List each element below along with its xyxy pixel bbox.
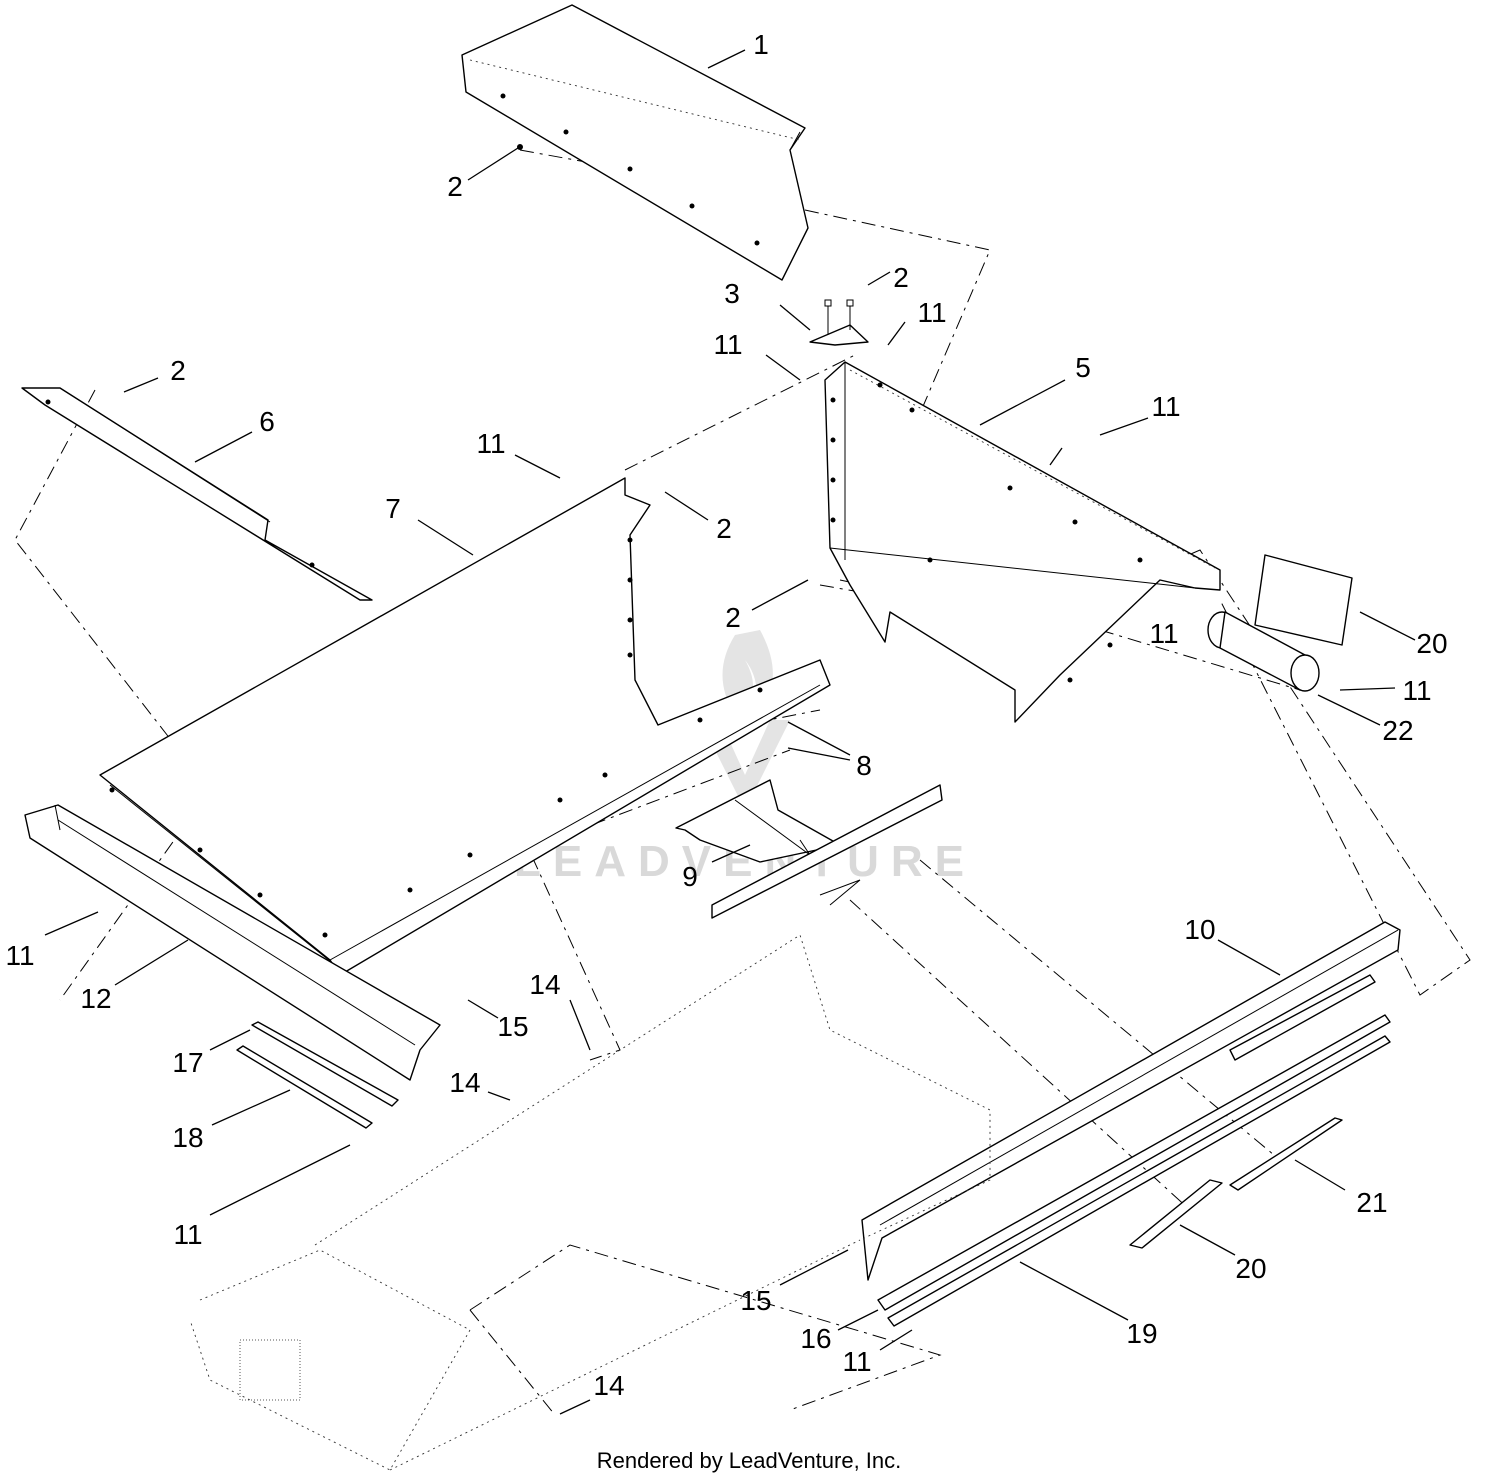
callout-11: 11 <box>476 428 505 459</box>
housing-ghost <box>189 934 991 1471</box>
callout-5: 5 <box>1075 352 1091 383</box>
callout-12: 12 <box>80 983 111 1014</box>
callout-17: 17 <box>172 1047 203 1078</box>
callout-2: 2 <box>893 262 909 293</box>
callout-19: 19 <box>1126 1318 1157 1349</box>
callout-9: 9 <box>682 861 698 892</box>
leader-lines <box>44 49 1416 1415</box>
callout-7: 7 <box>385 493 401 524</box>
callout-11: 11 <box>173 1219 202 1250</box>
callout-16: 16 <box>800 1323 831 1354</box>
part-20-decal <box>1129 554 1353 1249</box>
part-6-rail <box>21 387 373 601</box>
callout-11: 11 <box>1402 675 1431 706</box>
part-18-strip <box>236 1045 373 1129</box>
callout-2: 2 <box>725 602 741 633</box>
part-3-bracket <box>809 299 869 346</box>
callout-labels: 1 2 2 3 11 11 5 2 11 6 11 7 2 2 11 20 11… <box>5 29 1447 1401</box>
callout-6: 6 <box>259 406 275 437</box>
callout-20: 20 <box>1416 628 1447 659</box>
callout-22: 22 <box>1382 715 1413 746</box>
callout-2: 2 <box>716 513 732 544</box>
part-12-strut <box>24 804 441 1081</box>
callout-14: 14 <box>529 969 560 1000</box>
part-17-strip <box>251 1021 399 1107</box>
part-19-strip <box>877 974 1391 1327</box>
callout-2: 2 <box>170 355 186 386</box>
callout-15: 15 <box>740 1285 771 1316</box>
part-22-roller <box>1207 611 1320 692</box>
callout-18: 18 <box>172 1122 203 1153</box>
callout-11: 11 <box>842 1346 871 1377</box>
callout-14: 14 <box>449 1067 480 1098</box>
callout-10: 10 <box>1184 914 1215 945</box>
callout-11: 11 <box>713 329 742 360</box>
part-21-decal <box>1229 1117 1343 1191</box>
part-10-rail <box>861 921 1401 1281</box>
callout-3: 3 <box>724 278 740 309</box>
callout-15: 15 <box>497 1011 528 1042</box>
callout-21: 21 <box>1356 1187 1387 1218</box>
part-5-side-panel <box>824 361 1221 723</box>
callout-14: 14 <box>593 1370 624 1401</box>
callout-11: 11 <box>917 297 946 328</box>
callout-11: 11 <box>1149 618 1178 649</box>
callout-1: 1 <box>753 29 769 60</box>
callout-11: 11 <box>1151 391 1180 422</box>
callout-2: 2 <box>447 171 463 202</box>
part-9-hitch <box>675 779 943 919</box>
callout-11: 11 <box>5 940 34 971</box>
part-1-shield <box>461 4 809 281</box>
callout-20: 20 <box>1235 1253 1266 1284</box>
callout-8: 8 <box>856 750 872 781</box>
footer-credit: Rendered by LeadVenture, Inc. <box>597 1448 902 1473</box>
